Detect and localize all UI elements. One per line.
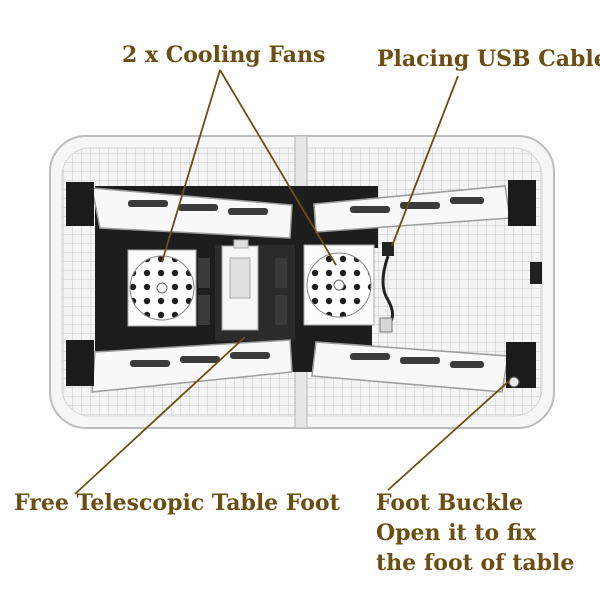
usb-cable-icon: [379, 242, 542, 333]
table-leg-icon: [91, 187, 293, 239]
center-latch-module: [221, 239, 259, 331]
cooling-fans-label: 2 x Cooling Fans: [122, 42, 326, 68]
foot-buckle-instruction-line-2: the foot of table: [376, 550, 575, 576]
fan-icon: [303, 244, 375, 326]
foot-buckle-icon: [66, 180, 536, 388]
telescopic-foot-label: Free Telescopic Table Foot: [14, 490, 340, 516]
table-leg-icon: [311, 341, 509, 393]
usb-cable-label: Placing USB Cable: [377, 46, 600, 72]
foot-buckle-instruction-line-1: Open it to fix: [376, 520, 536, 546]
foot-buckle-title: Foot Buckle: [376, 490, 524, 516]
foot-buckle-label: Foot Buckle Open it to fix the foot of t…: [376, 488, 574, 578]
fan-icon: [127, 249, 197, 327]
leader-lines: [74, 69, 511, 495]
